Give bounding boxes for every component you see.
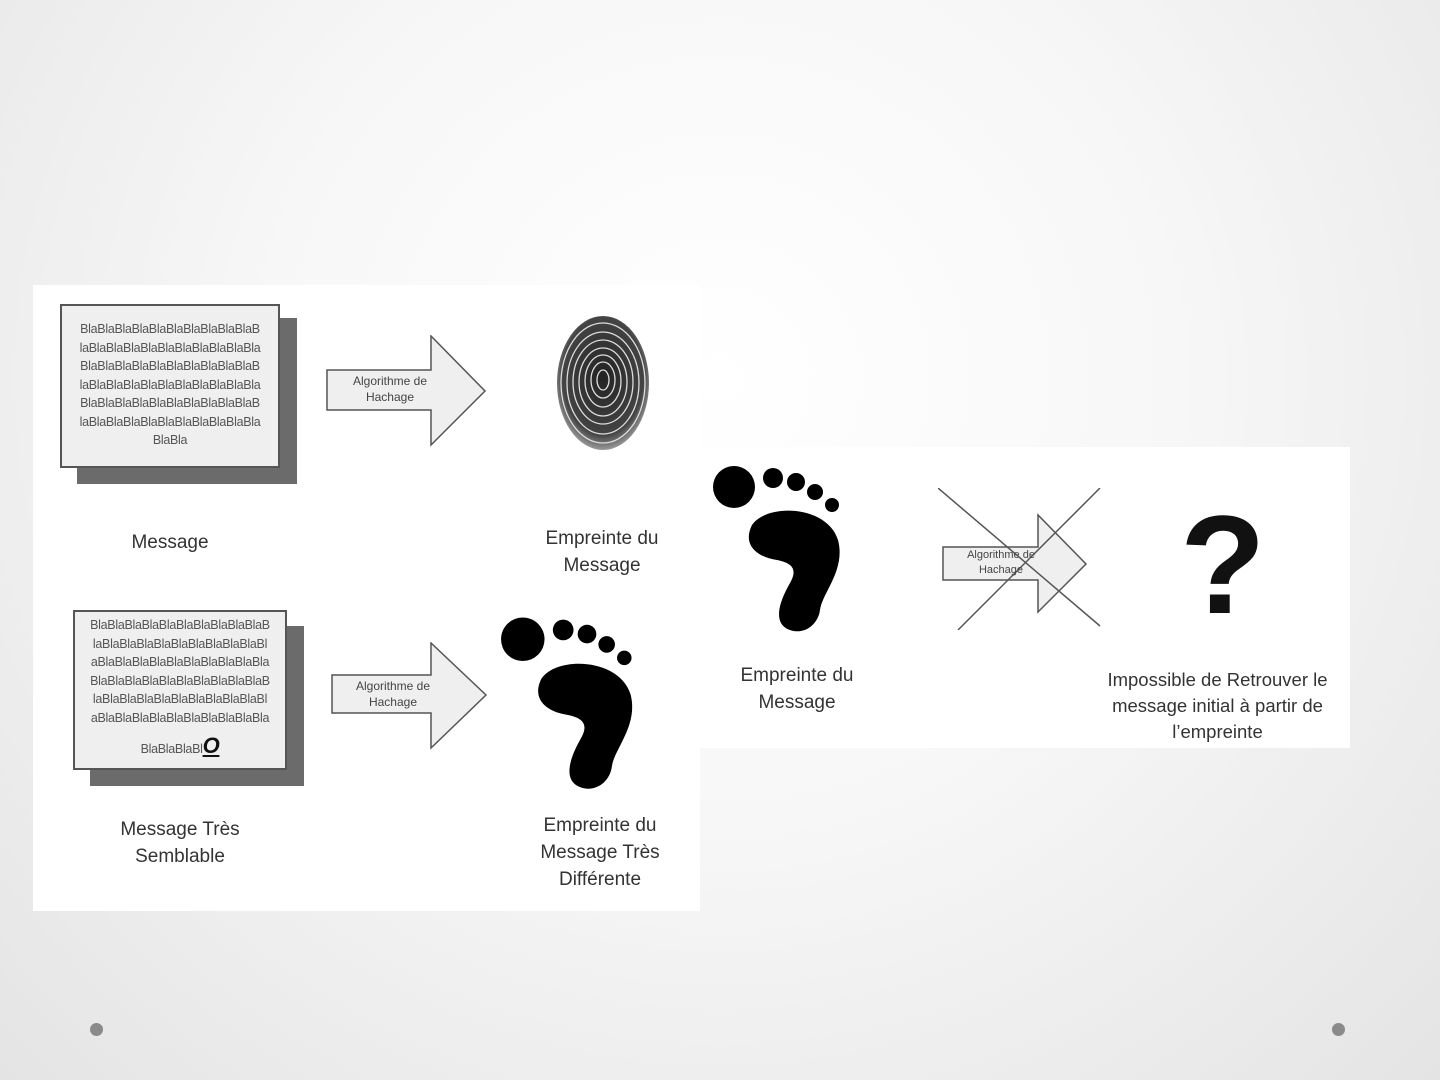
different-footprint-icon [501,617,633,789]
changed-character: O [202,733,220,758]
caption-line: Message Très [120,819,240,840]
slide-dot-right [1332,1023,1345,1036]
arrow-label: Algorithme de [967,549,1035,561]
caption-line: l’empreinte [1172,721,1263,742]
caption-line: Message [563,555,641,576]
message-row: laBlaBlaBlaBlaBlaBlaBlaBlaBlaBl [92,692,268,706]
caption-line: Empreinte du [545,528,659,549]
fingerprint-icon [557,316,649,450]
message-last-prefix: BlaBlaBlaBl [140,742,203,756]
question-mark-icon: ? [1180,486,1266,643]
arrow-label: Algorithme de [355,679,431,693]
hash-arrow-2: Algorithme de Hachage [331,642,489,750]
caption-footprint: Empreinte du Message [717,662,877,716]
caption-line: Semblable [135,846,225,867]
slide-dot-left [90,1023,103,1036]
footprint-icon [713,466,840,632]
arrow-label: Hachage [978,564,1024,576]
caption-impossible: Impossible de Retrouver le message initia… [1085,667,1350,745]
caption-fingerprint: Empreinte du Message [522,525,682,579]
hash-arrow-1: Algorithme de Hachage [326,335,488,447]
caption-line: Empreinte du [740,665,854,686]
arrow-label: Hachage [365,390,415,404]
message-row: BlaBlaBlaBlaBlaBlaBlaBlaBlaBlaB [90,618,270,632]
caption-line: Message [131,532,209,553]
message-last-row: BlaBlaBlaBlO [75,735,285,759]
message-row: aBlaBlaBlaBlaBlaBlaBlaBlaBlaBla [90,655,270,669]
arrow-label: Algorithme de [352,374,428,388]
caption-line: Message Très [540,842,660,863]
caption-line: Différente [558,869,642,890]
caption-message: Message [100,529,240,556]
message-text: BlaBlaBlaBlaBlaBlaBlaBlaBlaBlaBlaBlaBlaB… [79,322,261,447]
caption-line: Message [758,692,836,713]
caption-line: Empreinte du [543,815,657,836]
message-row: aBlaBlaBlaBlaBlaBlaBlaBlaBlaBla [90,710,270,725]
caption-line: Impossible de Retrouver le [1107,669,1328,690]
caption-line: message initial à partir de [1112,695,1323,716]
message-row: laBlaBlaBlaBlaBlaBlaBlaBlaBlaBl [92,636,268,651]
arrow-label: Hachage [368,695,418,709]
message-row: BlaBlaBlaBlaBlaBlaBlaBlaBlaBlaB [90,673,270,688]
crossed-hash-arrow: Algorithme de Hachage [938,488,1103,630]
